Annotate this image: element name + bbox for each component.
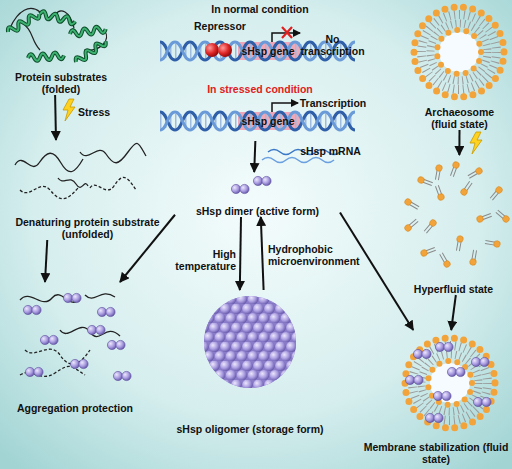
flow-arrow <box>54 95 57 140</box>
node-label: Protein substrates (folded) <box>2 71 120 95</box>
flow-arrow <box>45 240 47 282</box>
flow-arrow <box>458 130 460 155</box>
aggregation-protection: Aggregation protection <box>0 282 150 414</box>
flow-arrow <box>451 295 456 330</box>
node-label: Denaturing protein substrate (unfolded) <box>0 216 175 240</box>
gene-label: sHsp gene <box>238 115 298 127</box>
node-label: Membrane stabilization (fluid state) <box>360 441 512 465</box>
arrow-label: High temperature <box>162 248 236 272</box>
flow-arrow <box>254 141 255 172</box>
node-label: Hyperfluid state <box>414 283 493 295</box>
gene-normal: In normal conditionRepressor No transcrip… <box>150 3 365 65</box>
membrane-stabilization: Membrane stabilization (fluid state) <box>360 330 512 465</box>
mrna-label: sHsp mRNA <box>298 145 363 157</box>
protein-illustration: Protein substrates (folded) <box>2 2 120 95</box>
flow-arrow <box>261 217 264 290</box>
condition-heading: In stressed condition <box>190 83 330 95</box>
node-label: sHsp dimer (active form) <box>196 205 319 217</box>
arrow-label: Hydrophobic microenvironment <box>268 243 368 267</box>
archaeosome: Archaeosome (fluid state) <box>412 2 507 130</box>
oligomer: sHsp oligomer (storage form) <box>165 290 335 435</box>
node-label: Aggregation protection <box>17 402 133 414</box>
condition-heading: In normal condition <box>195 3 325 15</box>
denatured-protein: Denaturing protein substrate (unfolded) <box>0 140 175 240</box>
flow-arrow <box>340 213 413 331</box>
gene-stressed: In stressed conditionTranscriptionsHsp g… <box>150 83 365 141</box>
hyperfluid-membrane: Hyperfluid state <box>395 155 512 295</box>
status-label: Transcription <box>298 97 368 109</box>
dimer: sHsp dimer (active form) <box>175 172 340 217</box>
repressor-label: Repressor <box>190 20 250 32</box>
gene-label: sHsp gene <box>238 45 298 57</box>
arrow-label: Stress <box>78 106 118 118</box>
flow-arrow <box>240 217 241 290</box>
node-label: Archaeosome (fluid state) <box>412 106 507 130</box>
node-label: sHsp oligomer (storage form) <box>176 423 323 435</box>
status-label: No transcription <box>300 33 365 57</box>
